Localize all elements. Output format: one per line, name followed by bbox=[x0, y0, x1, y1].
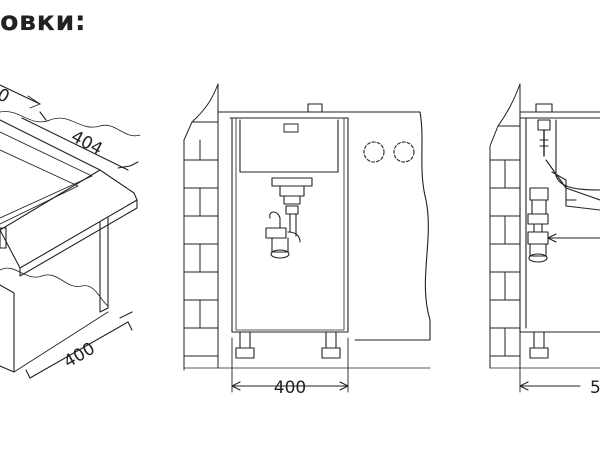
front-drain bbox=[271, 177, 313, 187]
front-siphon bbox=[265, 227, 287, 239]
front-hole-1 bbox=[363, 141, 385, 163]
front-back-panel bbox=[217, 111, 431, 341]
page-heading: овки: bbox=[0, 6, 87, 37]
front-view: 400 bbox=[183, 83, 431, 398]
side-view: 5 bbox=[489, 83, 600, 398]
dim-line-iso-width bbox=[21, 117, 129, 171]
side-siphon bbox=[529, 243, 547, 257]
side-countertop bbox=[519, 111, 600, 119]
iso-countertop-front bbox=[0, 169, 138, 269]
iso-cabinet-side bbox=[0, 284, 15, 373]
side-pipe-fitting bbox=[537, 119, 551, 131]
iso-drain-part bbox=[0, 227, 7, 249]
front-countertop bbox=[229, 111, 349, 119]
side-drain bbox=[545, 159, 600, 201]
dim-label-iso-depth: 0 bbox=[0, 85, 13, 108]
dim-extension-front bbox=[231, 337, 349, 393]
iso-sink-bowl bbox=[0, 149, 79, 225]
dim-label-iso-cabinet: 400 bbox=[61, 339, 99, 373]
dim-label-iso-width: 404 bbox=[68, 127, 106, 160]
side-tap bbox=[535, 103, 553, 113]
side-leg bbox=[533, 331, 545, 349]
dim-line-iso-depth bbox=[0, 84, 41, 105]
dim-label-side-width: 5 bbox=[590, 378, 600, 398]
front-hole-2 bbox=[393, 141, 415, 163]
side-sink-bowl bbox=[555, 119, 600, 191]
front-tap bbox=[307, 103, 323, 113]
front-sink-bowl bbox=[239, 119, 339, 173]
side-brick-wall bbox=[489, 83, 521, 369]
side-cabinet bbox=[519, 117, 600, 333]
front-leg-right bbox=[325, 331, 337, 349]
front-leg-left bbox=[239, 331, 251, 349]
dim-label-front-width: 400 bbox=[274, 378, 306, 398]
front-brick-wall bbox=[183, 83, 219, 371]
dim-line-iso-cabinet bbox=[29, 321, 129, 379]
isometric-view: 0 404 400 bbox=[0, 84, 141, 379]
iso-break-line bbox=[0, 111, 141, 137]
